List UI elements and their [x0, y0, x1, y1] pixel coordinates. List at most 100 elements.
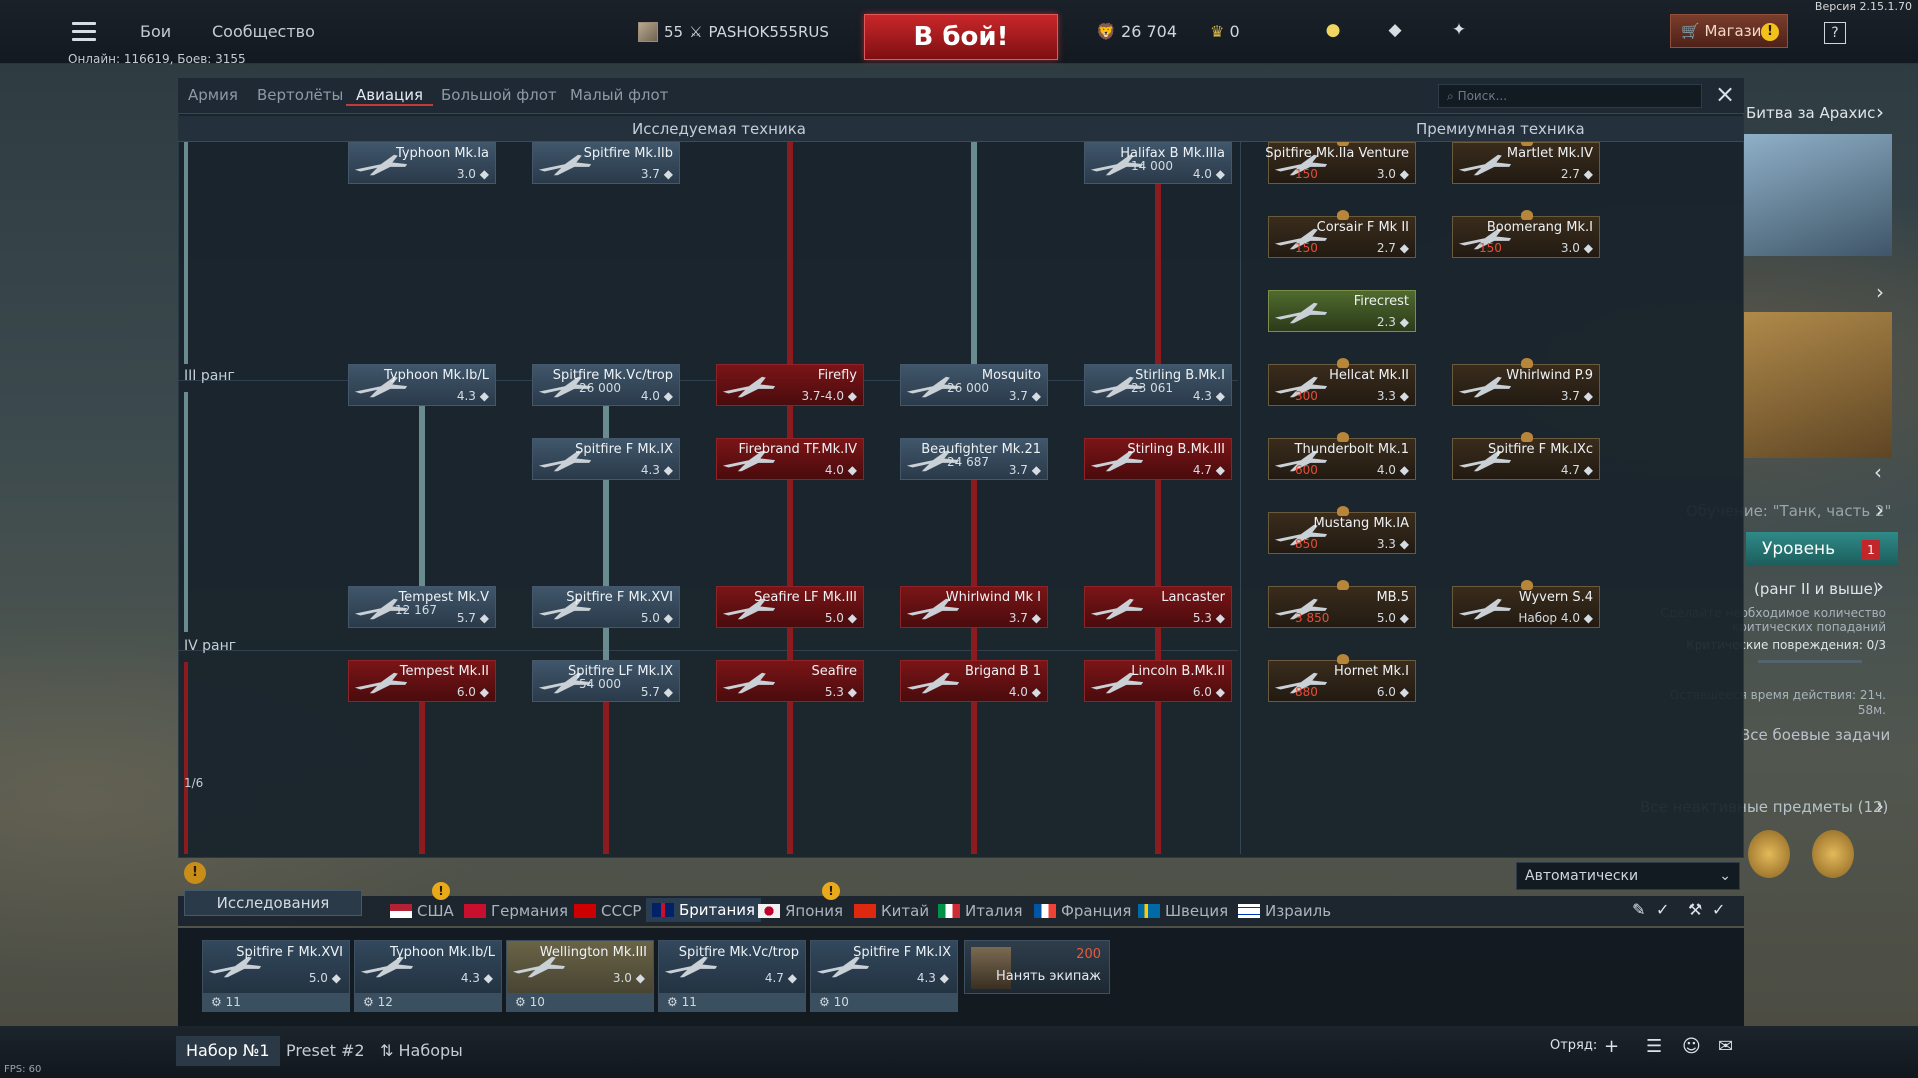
shop-button[interactable]: 🛒 Магазин! [1670, 14, 1788, 48]
chevron-right-icon[interactable]: › [1876, 100, 1884, 124]
close-icon[interactable]: × [1714, 80, 1736, 108]
tab-helicopters[interactable]: Вертолёты [257, 86, 344, 104]
event-image[interactable] [1744, 134, 1892, 256]
friends-icon[interactable]: ☺ [1682, 1036, 1701, 1057]
tab-aviation[interactable]: Авиация [346, 86, 434, 106]
alert-icon[interactable]: ! [184, 862, 206, 884]
help-button[interactable]: ? [1824, 22, 1846, 44]
nation-france[interactable]: Франция [1034, 902, 1131, 920]
nation-germany[interactable]: Германия [464, 902, 568, 920]
event-title[interactable]: Битва за Арахис [1746, 104, 1876, 122]
nation-britain[interactable]: Британия [646, 898, 762, 922]
lightbulb-icon[interactable]: ● [1325, 20, 1341, 40]
chevron-right-icon[interactable]: › [1876, 498, 1884, 522]
hire-crew-button[interactable]: 200 Нанять экипаж [964, 940, 1110, 994]
medal-item-icon[interactable] [1812, 830, 1854, 878]
research-toggle[interactable]: Исследования [184, 890, 362, 916]
repair-all-icon[interactable]: ⚒ [1688, 900, 1703, 919]
nation-china[interactable]: Китай [854, 902, 929, 920]
search-input[interactable]: ⌕ Поиск... [1438, 84, 1702, 108]
nation-ussr[interactable]: СССР [574, 902, 641, 920]
mail-icon[interactable]: ✉ [1718, 1036, 1734, 1057]
promo-image[interactable] [1744, 312, 1892, 458]
wrench-icon[interactable]: ✎ [1632, 900, 1646, 919]
nation-israel[interactable]: Израиль [1238, 902, 1331, 920]
list-icon[interactable]: ☰ [1646, 1036, 1663, 1057]
level-badge: 1 [1862, 540, 1880, 560]
presets-menu[interactable]: ⇅ Наборы [370, 1036, 473, 1066]
tab-bluewater-fleet[interactable]: Большой флот [441, 86, 557, 104]
tab-coastal-fleet[interactable]: Малый флот [570, 86, 669, 104]
preset-1[interactable]: Набор №1 [176, 1036, 280, 1066]
premium-icon [1521, 358, 1533, 368]
menu-battles[interactable]: Бои [140, 22, 172, 41]
nation-usa[interactable]: США [390, 902, 454, 920]
premium-icon [1521, 142, 1533, 146]
to-battle-button[interactable]: В бой! [864, 14, 1058, 60]
auto-select-dropdown[interactable]: Автоматически⌄ [1516, 862, 1740, 890]
chevron-right-icon[interactable]: › [1876, 574, 1884, 598]
hamburger-menu-icon[interactable] [72, 22, 96, 42]
medal-item-icon[interactable] [1748, 830, 1790, 878]
profile[interactable]: 55 ⚔ PASHOK555RUS [638, 22, 829, 42]
task-title[interactable]: (ранг II и выше) [1754, 580, 1879, 598]
all-tasks-link[interactable]: Все боевые задачи [1740, 726, 1891, 744]
nation-sweden[interactable]: Швеция [1138, 902, 1228, 920]
menu-community[interactable]: Сообщество [212, 22, 315, 41]
checkmark-icon[interactable]: ✓ [1656, 900, 1670, 919]
add-squad-icon[interactable]: + [1604, 1036, 1620, 1057]
tab-army[interactable]: Армия [188, 86, 238, 104]
checkmark-icon[interactable]: ✓ [1712, 900, 1726, 919]
crate-icon[interactable]: ◆ [1388, 20, 1402, 40]
preset-2[interactable]: Preset #2 [286, 1041, 365, 1060]
nation-italy[interactable]: Италия [938, 902, 1023, 920]
coupon-icon[interactable]: ✦ [1451, 20, 1467, 40]
chevron-right-icon[interactable]: › [1876, 794, 1884, 818]
crossed-swords-icon: ⚔ [689, 23, 703, 41]
chevron-right-icon[interactable]: › [1876, 280, 1884, 304]
chevron-left-icon[interactable]: ‹ [1874, 460, 1882, 484]
nation-japan[interactable]: Япония [758, 902, 843, 920]
